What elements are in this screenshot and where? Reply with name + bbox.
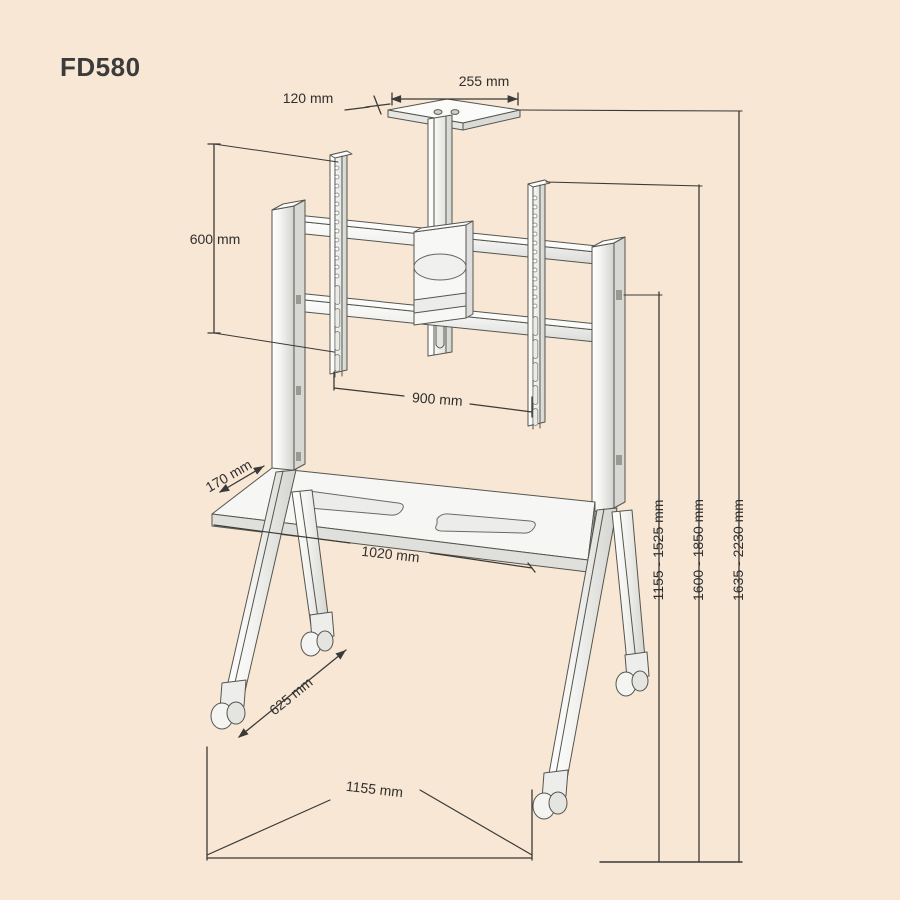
dim-height-screen (545, 181, 703, 863)
top-plate (387, 98, 521, 131)
caster-rear-right (615, 651, 650, 697)
upright-post-left (271, 199, 306, 475)
dim-shelf-width (213, 524, 536, 573)
dimension-lines (206, 92, 743, 863)
label-base-width: 1155 mm (345, 778, 404, 800)
dim-rail-spacing (333, 371, 533, 418)
vesa-rail-left (329, 150, 353, 378)
caster-rear-left (300, 611, 335, 657)
dim-height-total (519, 109, 743, 863)
vesa-rail-right (527, 179, 551, 430)
page-title: FD580 (60, 52, 141, 82)
label-height-screen: 1600 - 1850 mm (690, 499, 706, 601)
caster-front-right (532, 769, 569, 820)
dim-base-width (206, 746, 533, 861)
center-bracket (413, 220, 474, 326)
upright-post-right (591, 236, 626, 513)
label-top-plate-depth: 120 mm (283, 90, 334, 106)
caster-front-left (210, 679, 247, 730)
label-top-plate-width: 255 mm (459, 73, 510, 89)
label-rail-height: 600 mm (190, 231, 241, 247)
label-base-depth: 625 mm (266, 674, 315, 718)
dim-rail-height (207, 143, 339, 353)
dim-top-plate-depth (344, 95, 391, 115)
dim-height-shelf (623, 291, 663, 863)
dim-shelf-depth (218, 465, 265, 493)
label-height-shelf: 1155 - 1525 mm (650, 500, 666, 601)
label-height-total: 1635 - 2230 mm (730, 499, 746, 601)
label-shelf-width: 1020 mm (361, 543, 421, 566)
leg-rear-right (611, 509, 647, 673)
dim-base-depth (237, 649, 347, 738)
label-rail-spacing: 900 mm (412, 389, 464, 409)
dim-top-plate-width (390, 92, 519, 106)
